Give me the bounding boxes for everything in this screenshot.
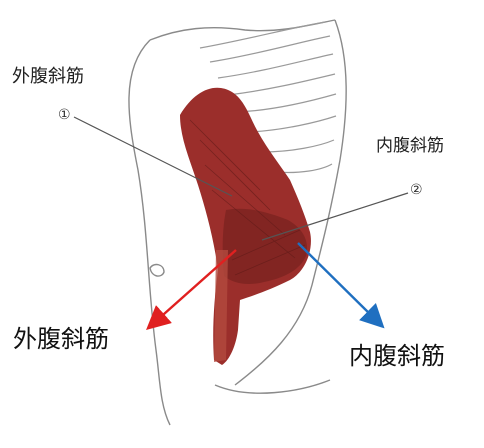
marker-two: ② bbox=[410, 182, 423, 198]
torso-hip-contour bbox=[215, 380, 330, 393]
internal-oblique-arrow bbox=[298, 243, 376, 320]
oblique-muscles bbox=[180, 88, 311, 365]
label-internal-oblique-bottom: 内腹斜筋 bbox=[349, 336, 445, 371]
torso-top-contour bbox=[150, 20, 335, 40]
label-external-oblique-bottom: 外腹斜筋 bbox=[13, 319, 109, 354]
label-internal-oblique-top: 内腹斜筋 bbox=[376, 131, 444, 156]
label-external-oblique-top: 外腹斜筋 bbox=[12, 62, 84, 88]
marker-one: ① bbox=[58, 107, 71, 123]
torso-navel bbox=[150, 265, 164, 277]
torso-left-contour bbox=[129, 40, 170, 425]
